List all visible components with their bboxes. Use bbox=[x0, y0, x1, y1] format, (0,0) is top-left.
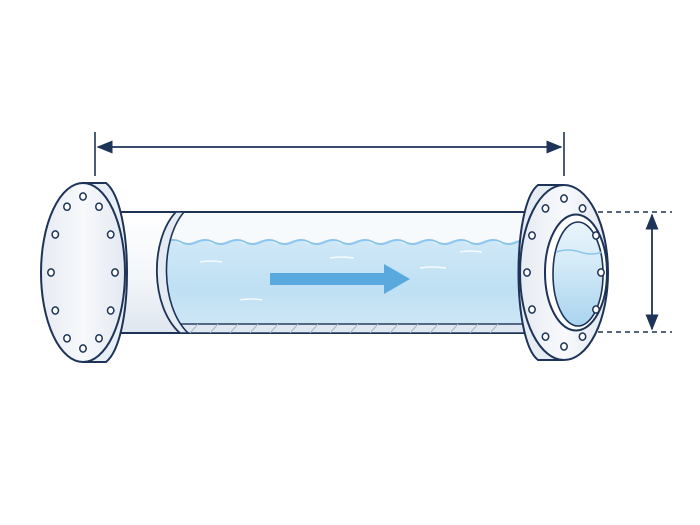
bolt-hole-icon bbox=[79, 192, 87, 201]
water-ripples bbox=[199, 250, 483, 301]
bolt-hole-icon bbox=[592, 305, 600, 314]
flow-arrow-icon bbox=[270, 264, 410, 294]
bolt-hole-icon bbox=[528, 305, 536, 314]
bolt-hole-icon bbox=[523, 268, 531, 277]
bolt-hole-icon bbox=[79, 344, 87, 353]
length-dimension bbox=[94, 132, 565, 176]
water-surface bbox=[164, 239, 534, 245]
bore-water-surface bbox=[555, 249, 603, 255]
pipe-cut-edge bbox=[156, 211, 190, 334]
bolt-hole-icon bbox=[541, 332, 550, 341]
bolt-hole-icon bbox=[111, 268, 119, 277]
bolt-hole-icon bbox=[592, 231, 600, 240]
bolt-hole-icon bbox=[541, 204, 550, 213]
pipe-body bbox=[159, 211, 544, 334]
bolt-hole-icon bbox=[95, 202, 103, 212]
bolt-hole-icon bbox=[597, 268, 605, 277]
right-flange bbox=[517, 184, 609, 361]
bolt-hole-icon bbox=[578, 204, 587, 213]
bolt-hole-icon bbox=[63, 202, 71, 212]
bolt-hole-icon bbox=[106, 306, 115, 315]
left-flange-face bbox=[40, 182, 126, 363]
bolt-hole-icon bbox=[51, 306, 60, 315]
right-flange-bolt-holes bbox=[523, 194, 605, 351]
diameter-dimension bbox=[598, 211, 672, 333]
bolt-hole-icon bbox=[47, 268, 55, 277]
left-flange-bolt-holes bbox=[47, 192, 119, 353]
left-flange bbox=[40, 182, 128, 363]
bolt-hole-icon bbox=[51, 230, 60, 239]
bolt-hole-icon bbox=[106, 230, 115, 239]
bolt-hole-icon bbox=[95, 333, 103, 343]
bolt-hole-icon bbox=[560, 194, 568, 203]
bolt-hole-icon bbox=[560, 342, 568, 351]
bolt-hole-icon bbox=[63, 333, 71, 343]
pipe-wall-hatching bbox=[189, 323, 499, 334]
bolt-hole-icon bbox=[578, 332, 587, 341]
bolt-hole-icon bbox=[528, 231, 536, 240]
